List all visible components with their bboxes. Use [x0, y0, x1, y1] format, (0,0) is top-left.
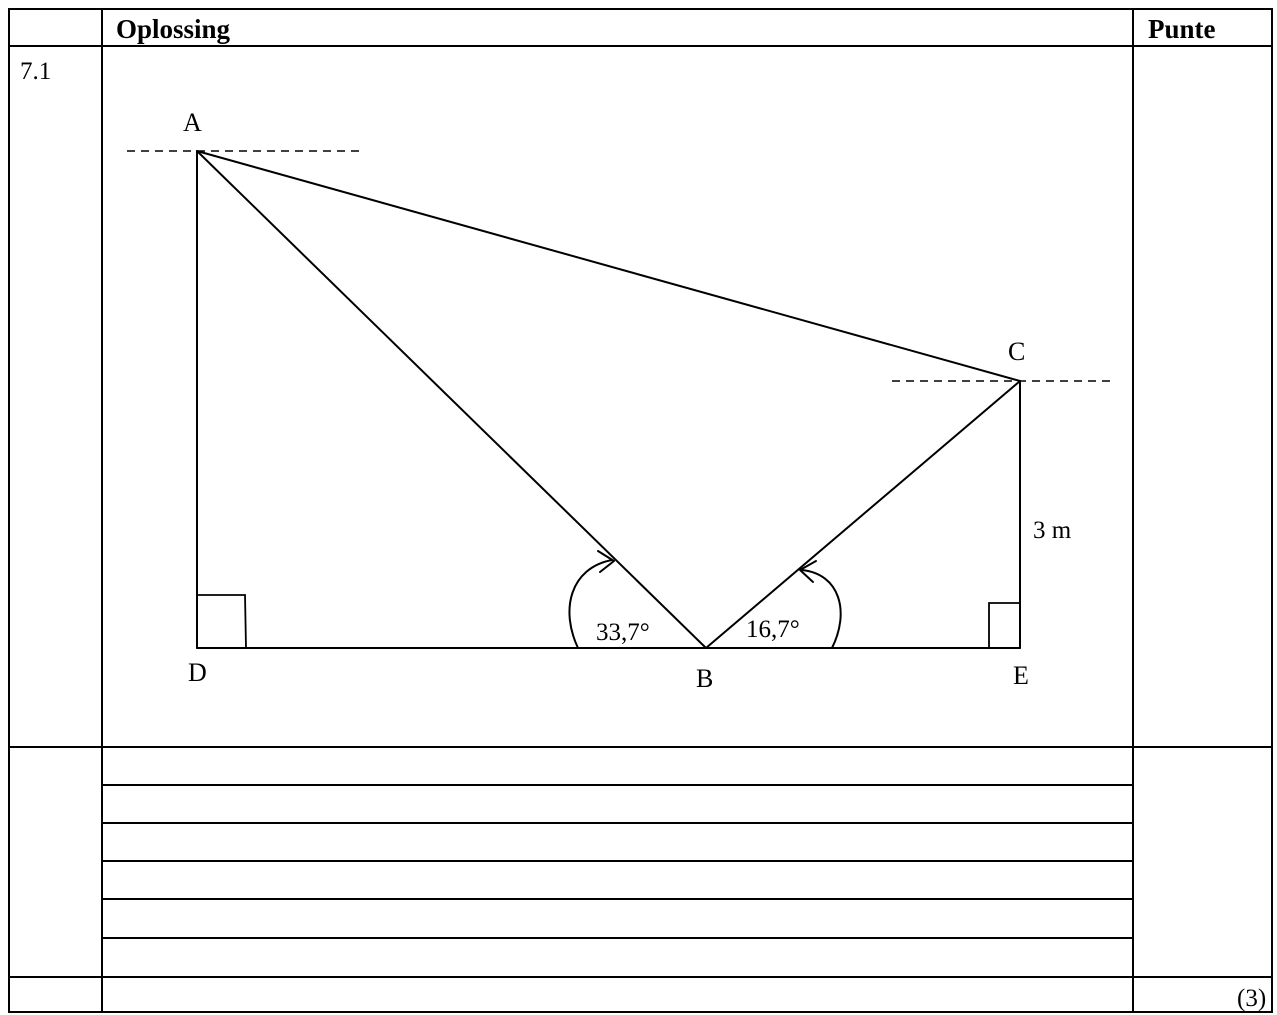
vertex-label-E: E	[1013, 661, 1029, 690]
segment-AB	[196, 150, 707, 649]
vertex-label-D: D	[188, 658, 207, 687]
solution-header: Oplossing	[116, 14, 231, 44]
angle-arc-CBE	[801, 569, 842, 649]
vertex-label-B: B	[696, 664, 713, 693]
vertex-label-A: A	[183, 108, 202, 137]
answer-lines	[102, 784, 1133, 939]
segment-AC	[196, 150, 1021, 382]
angle-label-ABD: 33,7°	[596, 619, 650, 646]
angle-arrow-ABD-icon	[597, 550, 615, 573]
total-marks: (3)	[1237, 985, 1266, 1012]
angle-arc-ABD	[568, 559, 613, 649]
points-header: Punte	[1148, 14, 1216, 44]
vertex-label-C: C	[1008, 337, 1025, 366]
table-grid	[8, 8, 1273, 1013]
length-label-CE: 3 m	[1033, 517, 1072, 544]
right-angle-marker-D	[197, 594, 247, 649]
question-number: 7.1	[20, 58, 51, 85]
angle-label-CBE: 16,7°	[746, 616, 800, 643]
right-angle-marker-E	[988, 602, 1020, 648]
angle-arrow-CBE-icon	[799, 560, 817, 583]
geometry-diagram: A C D B E 33,7° 16,7° 3 m	[127, 108, 1110, 693]
segment-BC	[705, 380, 1021, 649]
